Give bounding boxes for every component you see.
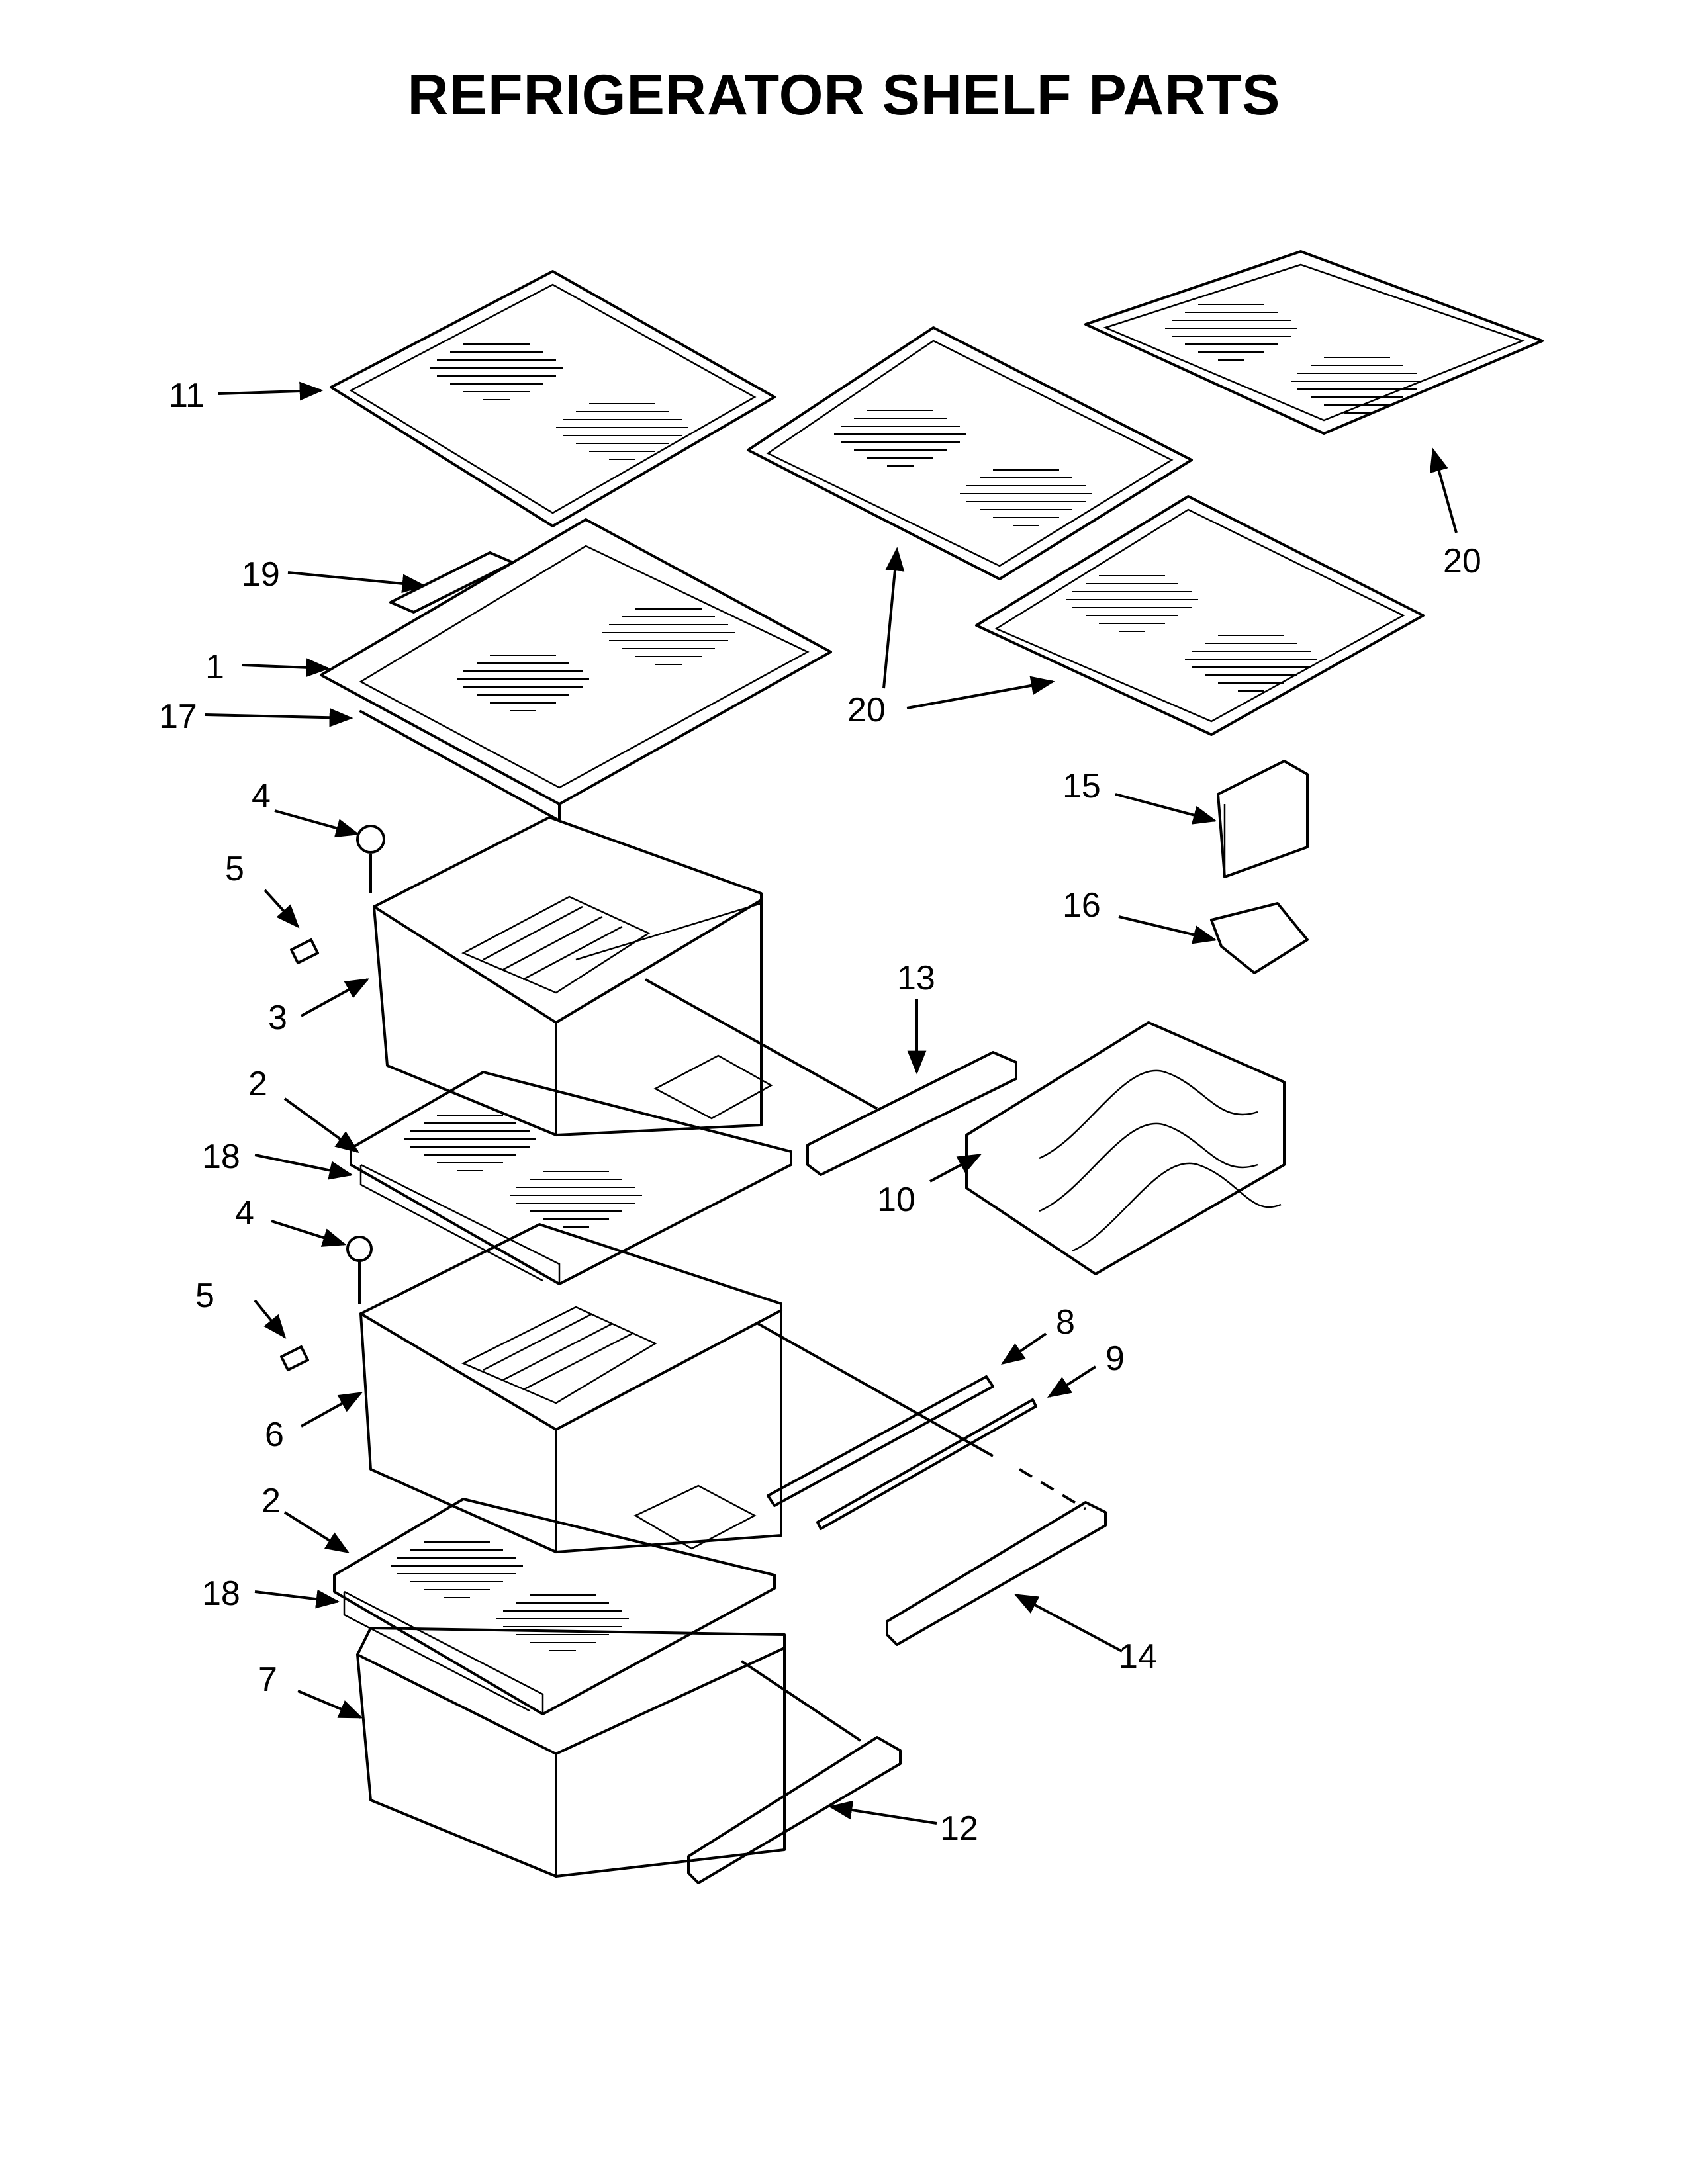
callout-4-upper: 4 <box>252 777 271 815</box>
callout-9: 9 <box>1105 1340 1125 1378</box>
callout-10: 10 <box>877 1181 915 1219</box>
callout-18-upper: 18 <box>202 1138 240 1176</box>
glass-shelf-11 <box>330 270 776 527</box>
callout-4-lower: 4 <box>235 1194 254 1232</box>
roller-4-upper <box>356 825 385 854</box>
crisper-drawer-3 <box>290 816 878 1136</box>
slide-8 <box>767 1375 994 1507</box>
wine-rack-10 <box>965 1021 1286 1275</box>
callout-7: 7 <box>258 1661 277 1699</box>
callout-labels: 11 19 1 17 4 5 3 2 18 4 5 6 2 18 7 20 20… <box>159 377 1481 1848</box>
callout-19: 19 <box>242 555 280 594</box>
leader-lines <box>205 381 1458 1825</box>
rail-12 <box>687 1736 902 1884</box>
rail-14 <box>886 1501 1107 1646</box>
shelf-insert-19 <box>389 551 514 614</box>
callout-18-lower: 18 <box>202 1574 240 1613</box>
callout-12: 12 <box>940 1809 978 1848</box>
callout-8: 8 <box>1056 1303 1075 1342</box>
callout-5-lower: 5 <box>195 1277 214 1315</box>
pantry-drawer-7 <box>356 1627 862 1878</box>
callout-15: 15 <box>1062 767 1101 805</box>
callout-11: 11 <box>169 377 205 415</box>
callout-14: 14 <box>1119 1637 1157 1676</box>
callout-17: 17 <box>159 698 197 736</box>
callout-3: 3 <box>268 999 287 1037</box>
page-title: REFRIGERATOR SHELF PARTS <box>407 64 1281 127</box>
callout-13: 13 <box>897 959 935 997</box>
rail-13 <box>806 1051 1017 1176</box>
glass-shelf-20-c <box>975 495 1425 736</box>
callout-20-right: 20 <box>1443 542 1481 580</box>
callout-1: 1 <box>205 648 224 686</box>
callout-2-upper: 2 <box>248 1065 267 1103</box>
roller-4-lower <box>346 1236 373 1262</box>
crisper-cover-2-upper <box>350 1054 792 1285</box>
humidity-control-15 <box>1217 760 1309 878</box>
shelf-assembly-1 <box>320 518 832 822</box>
glass-shelf-20-a <box>747 326 1193 580</box>
crisper-drawer-6 <box>280 1223 1087 1553</box>
callout-2-lower: 2 <box>261 1482 281 1520</box>
tray-16 <box>1210 902 1309 974</box>
roller-pin-5-upper <box>290 938 319 964</box>
callout-5-upper: 5 <box>225 850 244 888</box>
roller-pin-5-lower <box>280 1345 309 1371</box>
callout-16: 16 <box>1062 886 1101 925</box>
glass-shelf-20-b <box>1084 250 1544 435</box>
callout-6: 6 <box>265 1416 284 1454</box>
crisper-cover-2-lower <box>333 1484 776 1715</box>
slide-9 <box>816 1398 1037 1530</box>
callout-20-left: 20 <box>847 691 886 729</box>
